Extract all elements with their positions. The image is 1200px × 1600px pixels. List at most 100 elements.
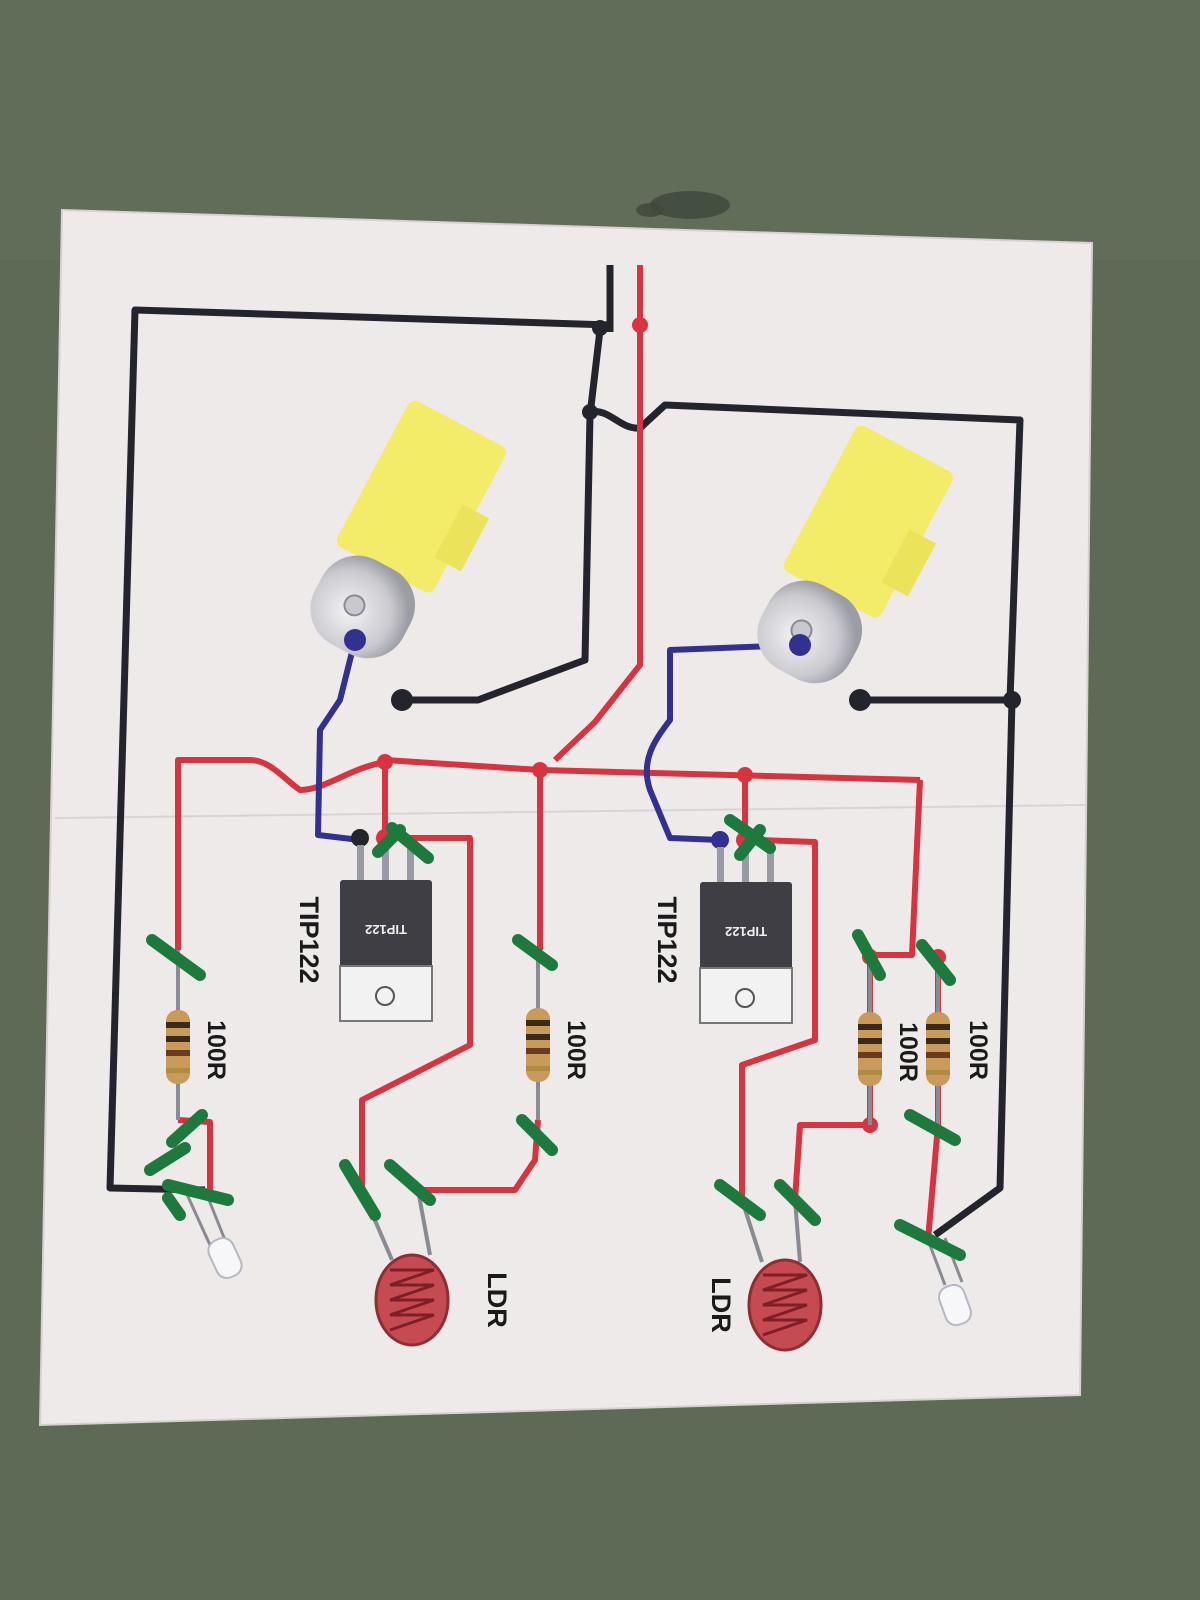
motor-wire-left (315, 639, 361, 843)
ldr-track (762, 1273, 808, 1337)
resistor-band (926, 1024, 950, 1030)
resistor-band (526, 1034, 550, 1040)
transistor-label: TIP122 (294, 896, 324, 983)
junction-dot (737, 767, 753, 783)
transistor-leg (357, 845, 364, 883)
positive-left-branch (175, 757, 386, 950)
solder-mark (894, 1219, 966, 1261)
solder-mark (516, 1114, 558, 1156)
transistor-chip-text: TIP122 (725, 924, 767, 939)
solder-mark (852, 929, 886, 981)
motor-gearbox (783, 425, 953, 618)
transistor-leg (767, 847, 774, 885)
transistor-tab (699, 967, 793, 1024)
transistor-leg (717, 847, 724, 885)
resistor-icon (526, 950, 550, 1120)
resistor-band (858, 1024, 882, 1030)
ldr-lead (793, 1199, 802, 1263)
motor-gearbox (336, 400, 506, 593)
transistor-leg (382, 845, 389, 883)
solder-mark (904, 1109, 961, 1146)
solder-marks (144, 814, 966, 1261)
transistor-leg (742, 847, 749, 885)
resistor-label: 100R (964, 1020, 992, 1080)
motor-terminal (343, 594, 366, 617)
resistor-body (526, 1008, 550, 1082)
solder-mark (166, 1109, 208, 1148)
ground-left-loop (106, 306, 611, 1194)
junction-dot (377, 754, 393, 770)
transistor-body (700, 882, 792, 970)
junction-dot (632, 317, 648, 333)
transistor-hole (375, 986, 395, 1006)
transistor-tab (339, 965, 433, 1022)
motor-gearbox-tab (881, 529, 937, 597)
resistor-band (858, 1038, 882, 1044)
ldr-icon (360, 1189, 450, 1347)
junction-dot (592, 320, 608, 336)
transistor-icon: TIP122 (699, 847, 793, 1024)
table-stain (636, 203, 664, 217)
solder-mark (146, 934, 206, 981)
resistor-band (526, 1020, 550, 1026)
resistor-band (526, 1066, 550, 1071)
solder-mark (714, 1179, 766, 1221)
solder-mark (339, 1159, 381, 1221)
paper-fold (54, 804, 1086, 819)
resistor-band (926, 1052, 950, 1058)
ground-trunk-down (402, 329, 604, 704)
resistor-icon (858, 960, 882, 1125)
pin-dot (351, 829, 369, 847)
solder-mark (144, 1142, 191, 1176)
pin-dot (711, 831, 729, 849)
solder-mark (372, 824, 406, 858)
motor-wires (315, 639, 801, 843)
resistor-body (166, 1010, 190, 1084)
resistor-band (526, 1048, 550, 1054)
ground-right-loop (589, 401, 1024, 704)
motor-lead-dot (344, 629, 366, 651)
positive-left-collector (359, 835, 473, 1188)
resistor-band (926, 1070, 950, 1075)
led-body (207, 1236, 243, 1280)
resistor-band (166, 1036, 190, 1042)
resistor-body (926, 1012, 950, 1086)
transistor-chip-text: TIP122 (365, 922, 407, 937)
ground-right-down (932, 699, 1016, 1238)
motor-gearbox-tab (434, 504, 490, 572)
led-lead (926, 1239, 947, 1286)
solder-mark (384, 1159, 436, 1206)
resistor-band (858, 1070, 882, 1075)
transistor-body (340, 880, 432, 968)
resistor-label: 100R (202, 1020, 230, 1080)
resistor-icon (926, 960, 950, 1125)
motor-lead-dot (391, 689, 413, 711)
resistor-band (926, 1038, 950, 1044)
ldr-icon (740, 1199, 823, 1352)
solder-mark (162, 1179, 234, 1206)
junction-dot (582, 404, 598, 420)
junction-dot (532, 762, 548, 778)
ground-wires (106, 265, 1024, 1238)
ldr-track (389, 1268, 435, 1332)
resistor-band (166, 1068, 190, 1073)
ldr-label: LDR (482, 1272, 512, 1328)
positive-right-end (870, 779, 923, 958)
resistor-band (858, 1052, 882, 1058)
ldr-label: LDR (706, 1277, 736, 1333)
led-icon (183, 1189, 243, 1280)
solder-mark (512, 934, 558, 971)
resistor-label: 100R (894, 1022, 922, 1082)
transistor-icon: TIP122 (339, 845, 433, 1022)
resistor-band (166, 1022, 190, 1028)
transistor-hole (735, 988, 755, 1008)
positive-trunk (552, 265, 643, 763)
solder-mark (774, 1179, 821, 1226)
motor-lead-dot (789, 634, 811, 656)
led-body (938, 1283, 972, 1327)
positive-right-collector (739, 837, 818, 1200)
solder-mark (734, 824, 766, 861)
solder-mark (162, 1192, 186, 1221)
junction-dot (1003, 691, 1021, 709)
